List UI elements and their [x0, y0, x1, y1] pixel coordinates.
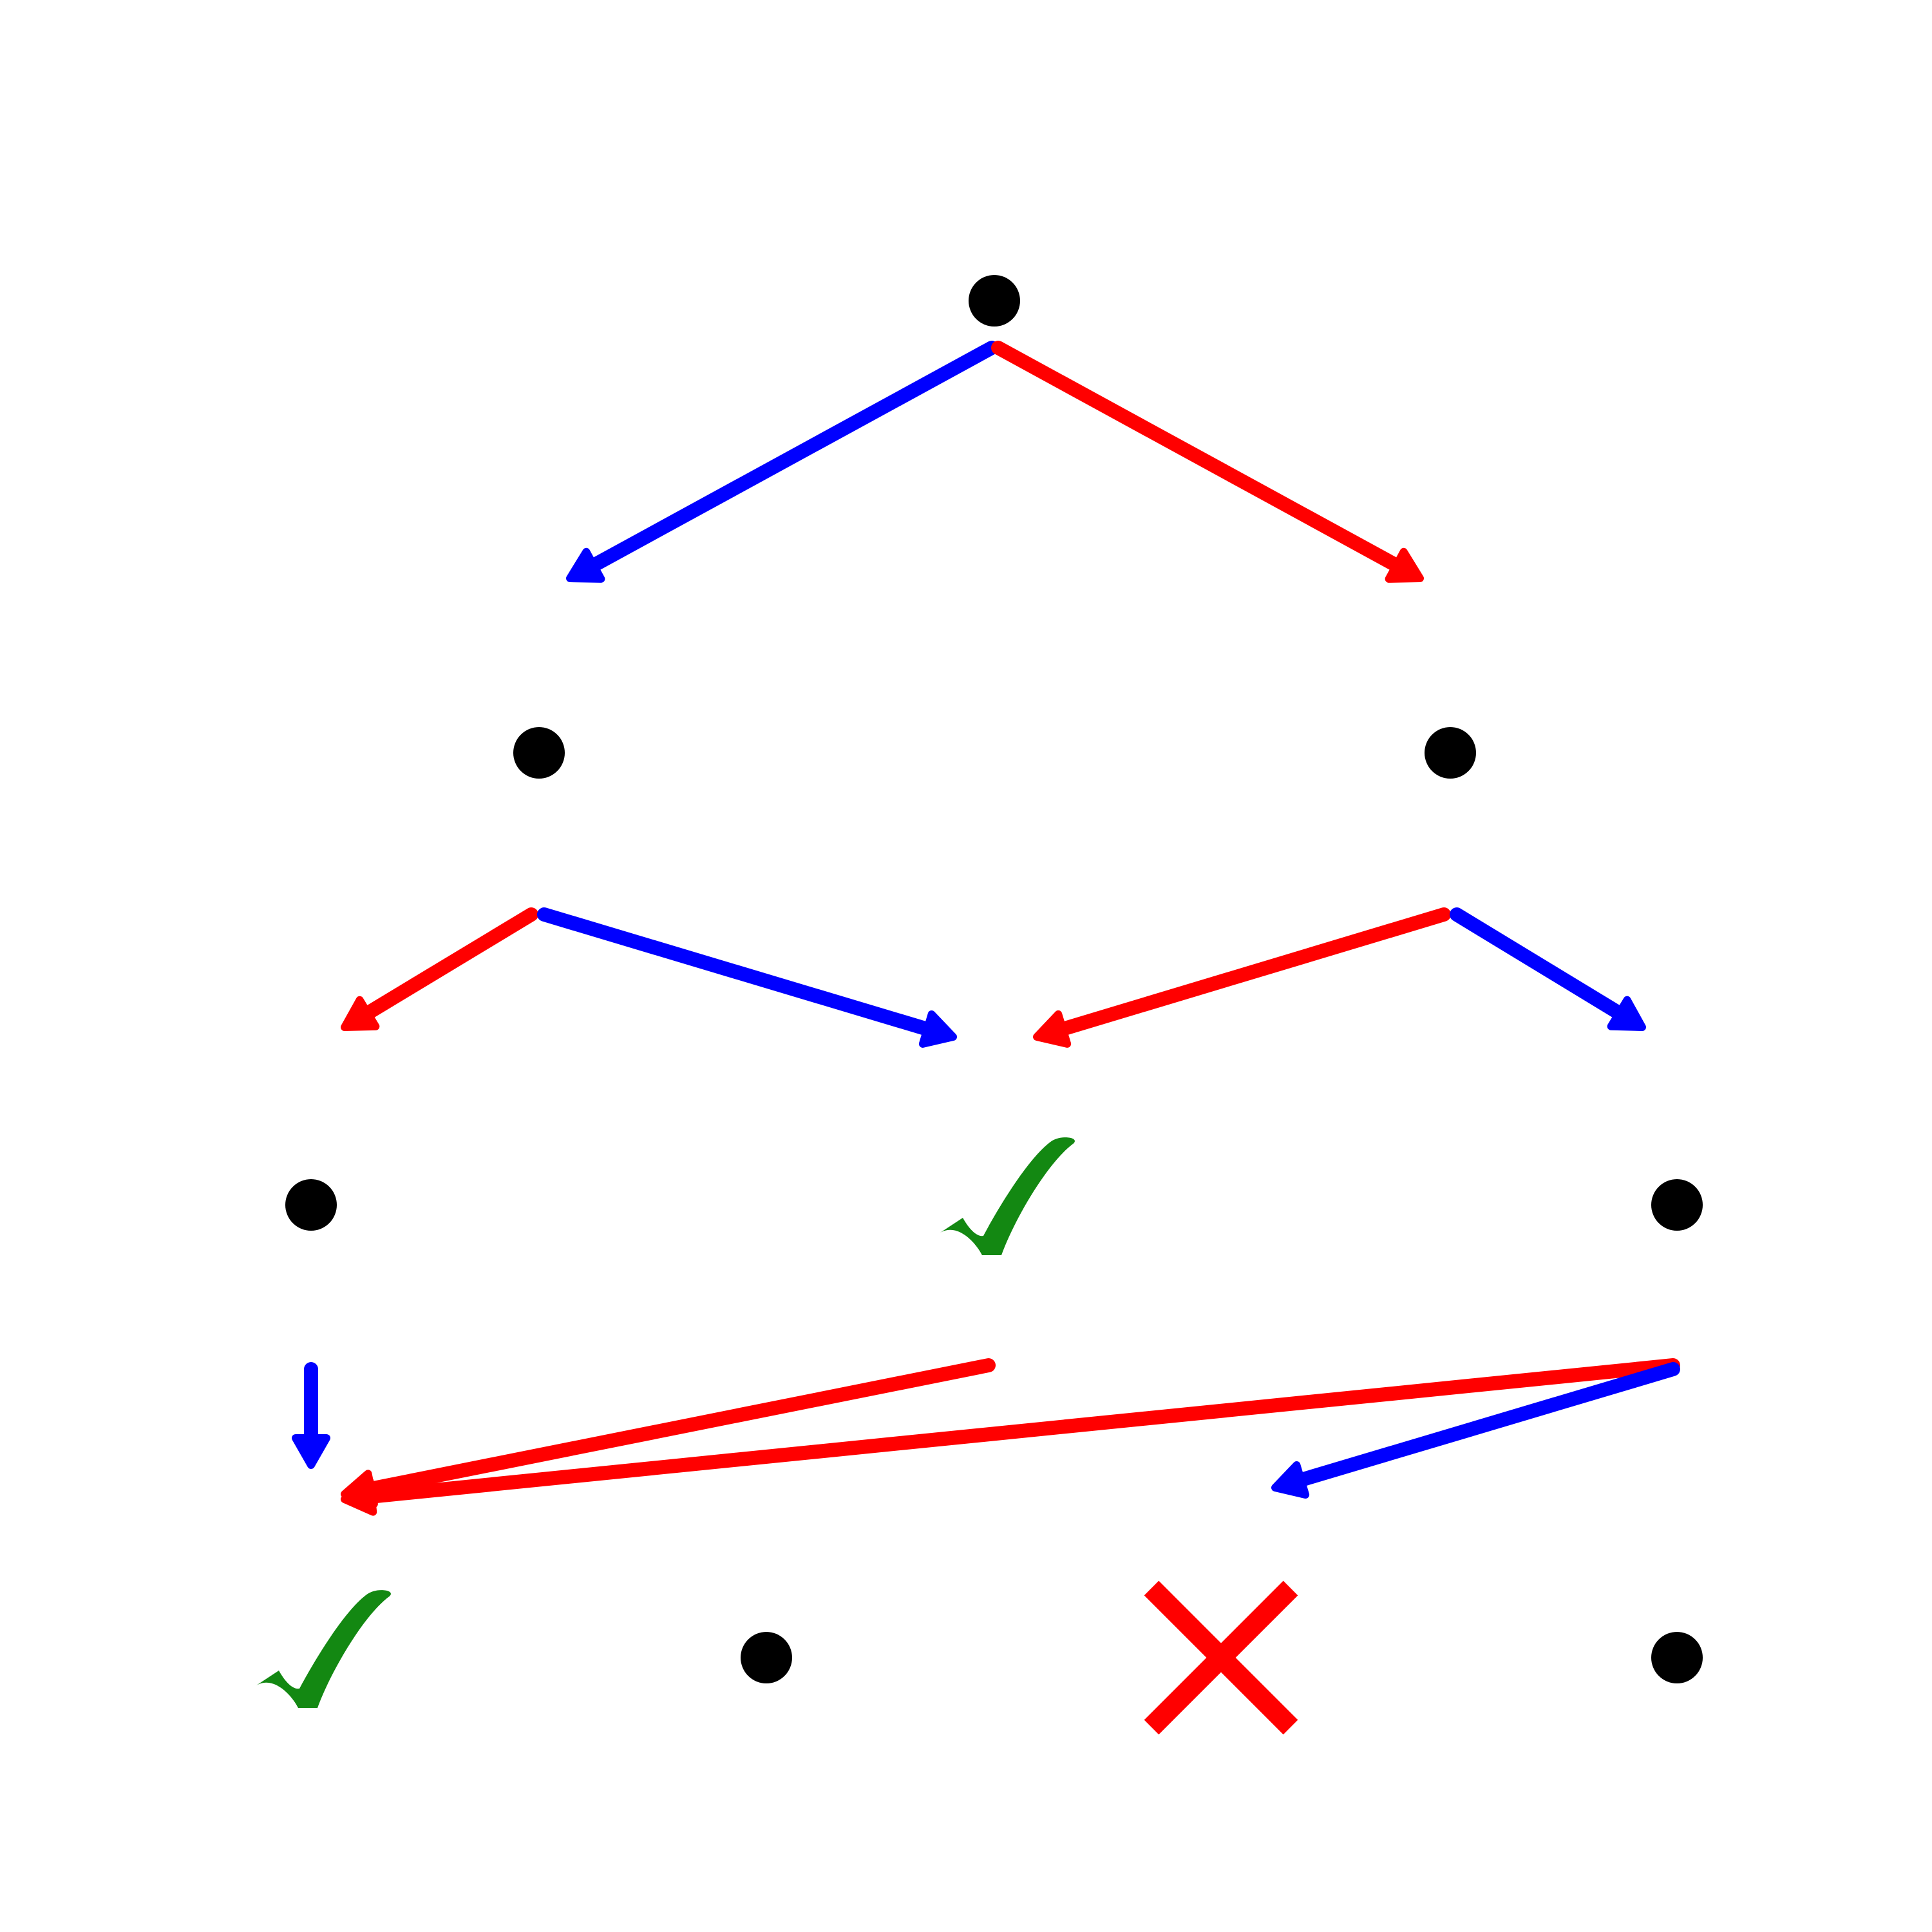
edge-l2-4-blue-arrow	[1271, 1362, 1680, 1499]
arrowhead	[341, 1477, 377, 1516]
cross-stroke	[1144, 1580, 1298, 1735]
nodes-layer	[254, 275, 1703, 1735]
edge-root-left-arrow	[566, 341, 999, 583]
node-dot-l2-4	[1651, 1179, 1703, 1231]
edge-l2-1-blue-arrow	[292, 1362, 330, 1469]
edge-line	[360, 1358, 1680, 1504]
edge-line	[1052, 907, 1451, 1037]
edge-line	[357, 907, 538, 1023]
arrowhead	[1607, 996, 1646, 1031]
arrowhead	[918, 1010, 957, 1048]
arrowhead	[341, 996, 380, 1031]
check-mark-shape	[938, 1137, 1075, 1255]
node-dot-l3-2	[741, 1632, 792, 1683]
edge-l2-4-red-arrow	[341, 1358, 1680, 1516]
edge-line	[1290, 1362, 1680, 1488]
arrowhead	[1033, 1010, 1072, 1048]
edge-l1left-red-arrow	[341, 907, 538, 1031]
edge-line	[1450, 907, 1630, 1023]
edge-line	[360, 1358, 996, 1497]
arrowhead	[1385, 547, 1424, 583]
cross-icon	[1144, 1580, 1298, 1735]
check-icon	[254, 1590, 391, 1708]
arrowhead	[566, 547, 605, 583]
edge-l1right-red-arrow	[1033, 907, 1451, 1048]
edge-l1left-blue-arrow	[537, 907, 957, 1048]
check-mark-shape	[254, 1590, 391, 1708]
check-icon	[938, 1137, 1075, 1255]
node-dot-l2-1	[285, 1179, 337, 1231]
node-dot-l1-left	[513, 727, 565, 779]
arrowhead	[292, 1434, 330, 1469]
edge-l1right-blue-arrow	[1450, 907, 1646, 1031]
edges-layer	[292, 341, 1680, 1516]
node-dot-l3-4	[1651, 1632, 1703, 1683]
arrowhead	[1271, 1461, 1310, 1499]
edge-line	[583, 341, 999, 574]
edge-line	[991, 341, 1407, 574]
edge-root-right-arrow	[991, 341, 1424, 583]
node-dot-root	[969, 275, 1020, 327]
node-dot-l1-right	[1425, 727, 1476, 779]
edge-line	[537, 907, 938, 1037]
